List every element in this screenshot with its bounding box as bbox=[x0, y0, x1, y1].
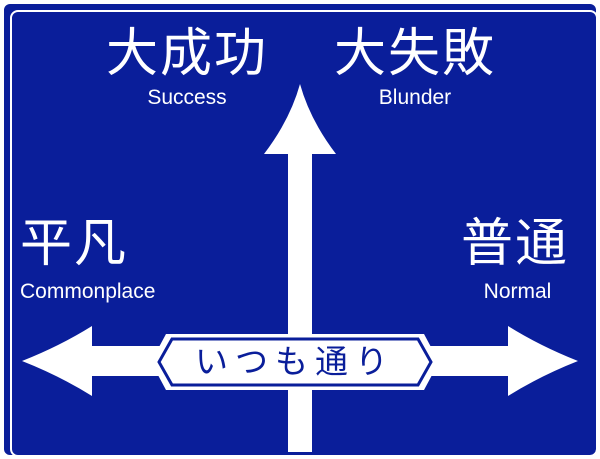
direction-label-success-en: Success bbox=[147, 86, 227, 109]
direction-label-commonplace-en: Commonplace bbox=[20, 280, 156, 303]
center-plate bbox=[151, 334, 439, 390]
up-arrow-icon bbox=[264, 84, 336, 452]
direction-label-success-jp: 大成功 bbox=[105, 24, 268, 84]
sign-inner-border bbox=[10, 10, 598, 457]
direction-label-normal-jp: 普通 bbox=[460, 214, 569, 274]
direction-label-blunder-jp: 大失敗 bbox=[333, 24, 496, 84]
direction-label-commonplace-jp: 平凡 bbox=[20, 214, 129, 274]
center-plate-label: いつも通り bbox=[195, 342, 395, 381]
direction-label-blunder-en: Blunder bbox=[378, 86, 452, 109]
direction-label-normal-en: Normal bbox=[483, 280, 552, 303]
